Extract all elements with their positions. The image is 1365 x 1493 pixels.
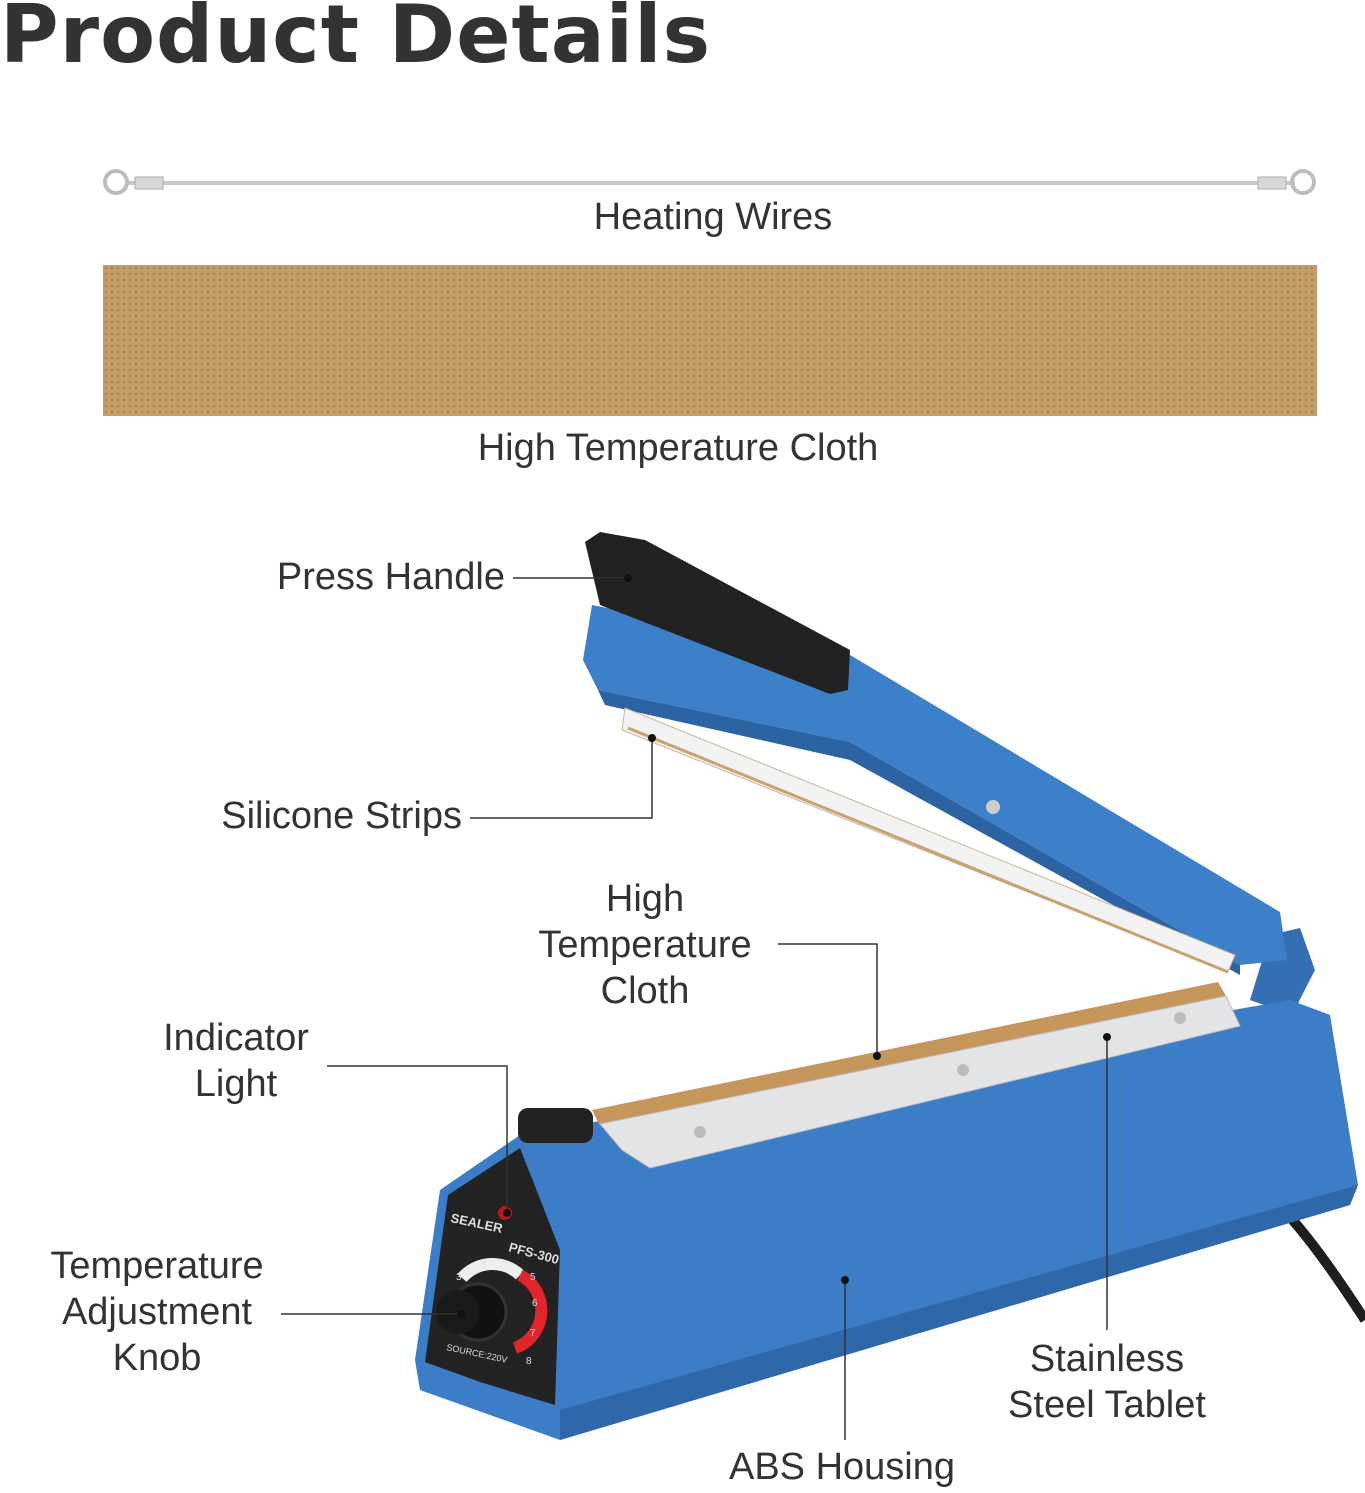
high-temperature-cloth-image — [103, 265, 1317, 416]
heating-wires-label: Heating Wires — [593, 196, 833, 238]
dial-mark: 5 — [530, 1272, 536, 1283]
stainless-steel-tablet-callout: Stainless Steel Tablet — [957, 1336, 1257, 1428]
callout-line: Indicator — [163, 1017, 309, 1059]
indicator-light-callout: Indicator Light — [106, 1015, 366, 1107]
dial-mark: 8 — [526, 1356, 532, 1367]
abs-housing-label: ABS Housing — [728, 1446, 955, 1488]
high-temperature-cloth-callout: High Temperature Cloth — [495, 876, 795, 1014]
callout-line: Temperature — [538, 924, 752, 966]
press-handle-label: Press Handle — [276, 556, 505, 598]
callout-line: Stainless — [1029, 1338, 1185, 1380]
temperature-knob-callout: Temperature Adjustment Knob — [17, 1243, 297, 1381]
dial-mark: 3 — [456, 1272, 462, 1283]
silicone-strips-label: Silicone Strips — [221, 795, 462, 837]
callout-line: Cloth — [600, 970, 690, 1012]
callout-line: Temperature — [50, 1245, 264, 1287]
dial-mark: 4 — [481, 1258, 487, 1269]
callout-line: High — [605, 878, 685, 920]
page-title: Product Details — [0, 0, 712, 81]
callout-line: Adjustment — [61, 1291, 253, 1333]
dial-mark: 6 — [532, 1298, 538, 1309]
heating-wire-illustration — [103, 169, 1316, 195]
callout-lines — [281, 577, 1108, 1440]
high-temperature-cloth-label: High Temperature Cloth — [477, 427, 879, 469]
callout-line: Light — [194, 1063, 278, 1105]
dial-mark: 7 — [530, 1328, 536, 1339]
callout-line: Knob — [112, 1337, 202, 1379]
callout-line: Steel Tablet — [1008, 1384, 1206, 1426]
